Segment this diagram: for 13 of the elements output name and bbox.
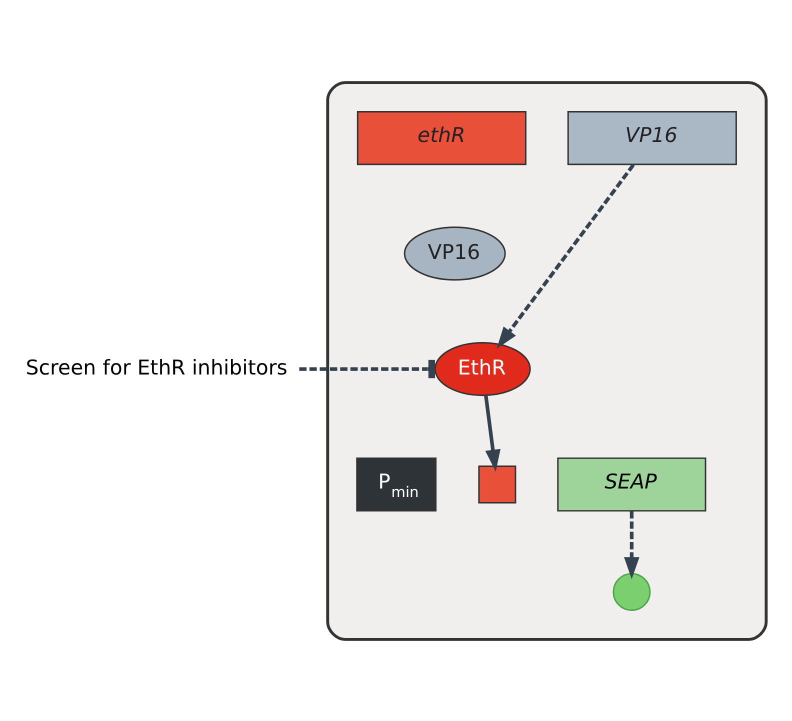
arrow — [496, 163, 635, 348]
node-ellipse: EthR — [434, 342, 531, 396]
arrow — [624, 510, 640, 579]
node-ellipse: VP16 — [404, 226, 506, 280]
node-circle — [612, 572, 651, 610]
node-box: VP16 — [567, 110, 737, 165]
cluster — [326, 80, 768, 640]
node-text: Screen for EthR inhibitors — [26, 354, 288, 379]
node-box — [478, 465, 516, 504]
node-box: ethR — [356, 110, 526, 165]
arrow — [484, 394, 501, 472]
node-box: SEAP — [557, 456, 706, 512]
node-box: P$_{min}$ — [356, 456, 437, 512]
